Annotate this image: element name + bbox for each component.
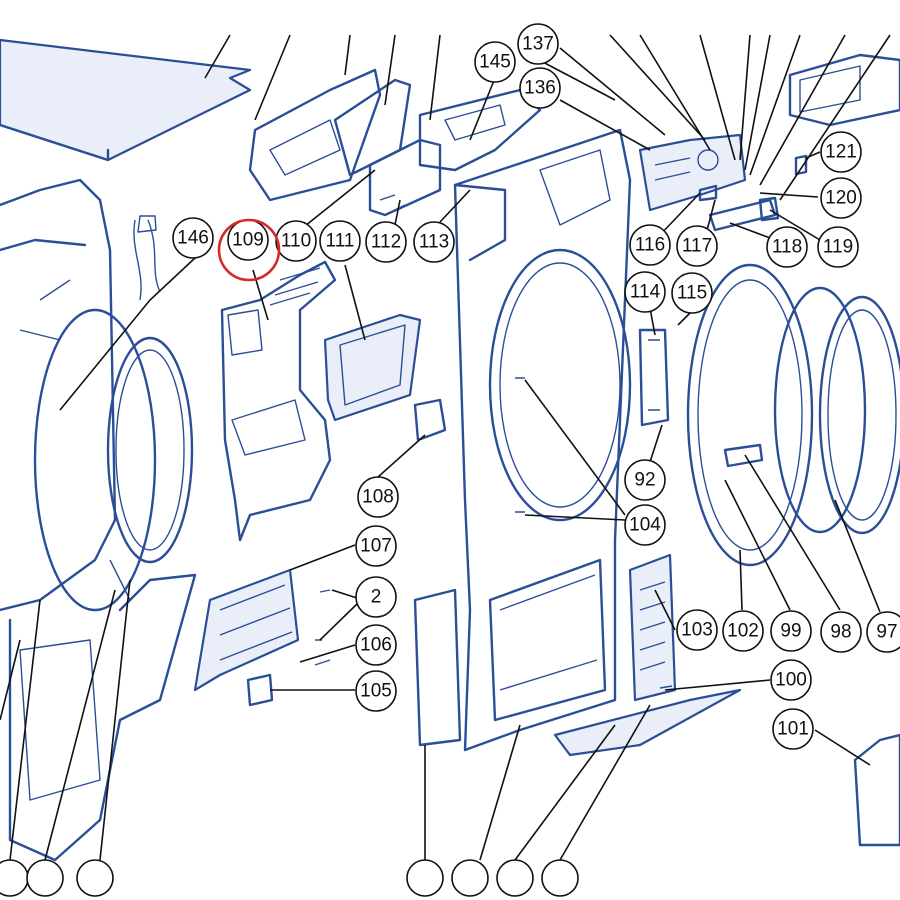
highlight-ring xyxy=(217,218,281,282)
callout-121[interactable]: 121 xyxy=(820,131,862,173)
callout-2[interactable]: 2 xyxy=(355,576,397,618)
callout-label: 98 xyxy=(830,622,851,643)
callout-103[interactable]: 103 xyxy=(676,609,718,651)
parts-layer xyxy=(0,38,900,862)
top-panel xyxy=(0,38,252,162)
callout-label: 92 xyxy=(634,470,655,491)
connector-block xyxy=(708,198,777,232)
callout-label: 137 xyxy=(522,34,554,55)
callout-label: 121 xyxy=(825,142,857,163)
callout-92[interactable]: 92 xyxy=(624,459,666,501)
callout-label: 145 xyxy=(479,52,511,73)
callout-label: 115 xyxy=(677,283,707,304)
callout-label: 112 xyxy=(371,232,401,253)
callouts: 137 145 136 121 120 146 109 110 111 112 … xyxy=(172,23,900,750)
callout-136[interactable]: 136 xyxy=(519,67,561,109)
door-assembly xyxy=(686,263,900,567)
callout-107[interactable]: 107 xyxy=(355,525,397,567)
callout-120[interactable]: 120 xyxy=(820,177,862,219)
callout-label: 146 xyxy=(177,228,209,249)
callout-116[interactable]: 116 xyxy=(629,224,671,266)
callout-118[interactable]: 118 xyxy=(766,226,808,268)
callout-97[interactable]: 97 xyxy=(866,611,900,653)
dispenser-drawer xyxy=(788,53,900,127)
callout-label: 103 xyxy=(681,620,713,641)
callout-113[interactable]: 113 xyxy=(413,221,455,263)
callout-label: 119 xyxy=(823,237,853,258)
callout-99[interactable]: 99 xyxy=(770,610,812,652)
callout-label: 116 xyxy=(635,235,665,256)
control-bracket xyxy=(248,68,382,202)
door-hinge xyxy=(638,328,670,427)
callout-115[interactable]: 115 xyxy=(671,272,713,314)
callout-label: 109 xyxy=(232,230,264,251)
callout-146[interactable]: 146 xyxy=(172,217,214,259)
callout-label: 114 xyxy=(630,282,661,303)
callout-137[interactable]: 137 xyxy=(517,23,559,65)
callout-111[interactable]: 111 xyxy=(319,220,361,262)
callout-105[interactable]: 105 xyxy=(355,670,397,712)
part-105 xyxy=(246,673,274,707)
callout-label: 110 xyxy=(281,231,311,252)
callout-label: 108 xyxy=(362,487,394,508)
air-duct-109 xyxy=(220,260,337,542)
control-panel-136 xyxy=(638,133,747,212)
callout-label: 100 xyxy=(775,670,807,691)
display-board xyxy=(368,138,442,217)
cropped-callouts xyxy=(0,859,579,897)
filter-111 xyxy=(323,313,422,422)
callout-117[interactable]: 117 xyxy=(676,225,718,267)
callout-119[interactable]: 119 xyxy=(817,226,859,268)
callout-label: 117 xyxy=(682,236,712,257)
vent-panel-103 xyxy=(628,553,677,702)
callout-108[interactable]: 108 xyxy=(357,476,399,518)
screws xyxy=(314,377,673,689)
callout-label: 136 xyxy=(524,78,556,99)
callout-label: 101 xyxy=(777,719,809,740)
callout-101[interactable]: 101 xyxy=(772,708,814,750)
part-108 xyxy=(413,398,447,442)
callout-106[interactable]: 106 xyxy=(355,624,397,666)
leader-lines xyxy=(0,34,891,861)
callout-label: 118 xyxy=(772,237,802,258)
front-panel xyxy=(413,128,632,752)
wire-harness xyxy=(133,215,161,301)
callout-label: 105 xyxy=(360,681,392,702)
grille-107 xyxy=(193,568,300,692)
control-pcb xyxy=(333,78,412,177)
callout-label: 107 xyxy=(360,536,392,557)
foot-101 xyxy=(853,733,900,847)
callout-label: 104 xyxy=(629,515,661,536)
callout-102[interactable]: 102 xyxy=(722,610,764,652)
callout-100[interactable]: 100 xyxy=(770,659,812,701)
callout-label: 2 xyxy=(371,587,382,608)
filter-cover-100 xyxy=(553,688,742,757)
callout-109[interactable]: 109 xyxy=(227,219,269,261)
callout-label: 102 xyxy=(727,621,759,642)
callout-114[interactable]: 114 xyxy=(624,271,666,313)
callout-104[interactable]: 104 xyxy=(624,504,666,546)
callout-label: 99 xyxy=(780,621,801,642)
left-cabinet xyxy=(0,178,197,862)
callout-110[interactable]: 110 xyxy=(275,220,317,262)
display-panel-145 xyxy=(418,88,542,172)
callout-label: 106 xyxy=(360,635,392,656)
callout-145[interactable]: 145 xyxy=(474,41,516,83)
callout-label: 97 xyxy=(876,622,897,643)
callout-label: 111 xyxy=(326,231,355,252)
callout-label: 120 xyxy=(825,188,857,209)
callout-label: 113 xyxy=(419,232,449,253)
callout-98[interactable]: 98 xyxy=(820,611,862,653)
callout-112[interactable]: 112 xyxy=(365,221,407,263)
